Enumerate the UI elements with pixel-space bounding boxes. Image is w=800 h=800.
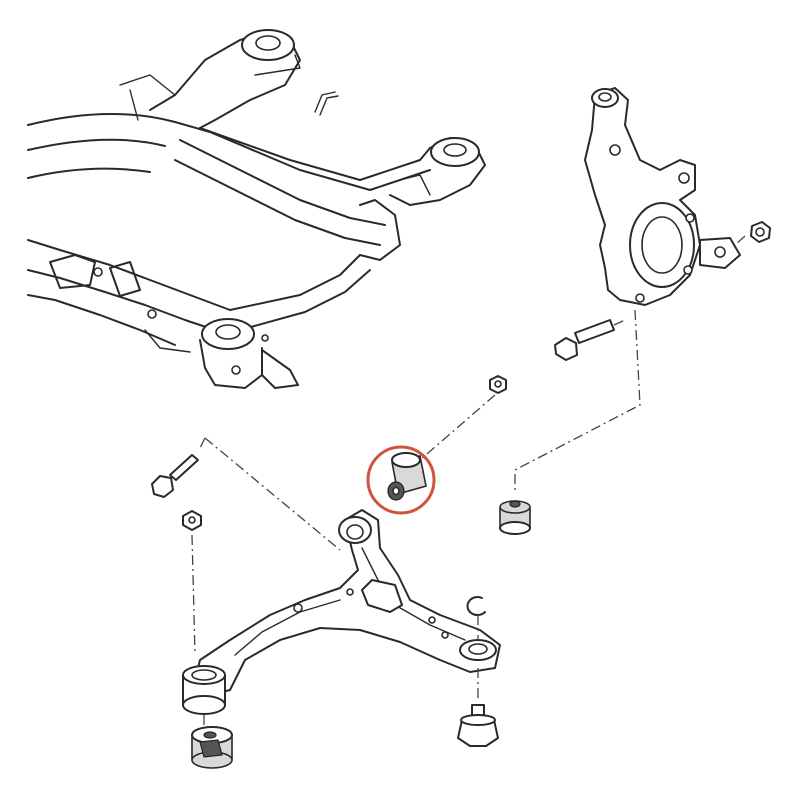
steering-knuckle <box>584 87 741 306</box>
knuckle-bolt <box>554 319 615 361</box>
rear-bushing <box>499 500 531 535</box>
arm-nut <box>182 510 202 531</box>
lower-control-arm <box>194 509 501 696</box>
ball-joint <box>457 704 499 747</box>
lower-bushing-insert <box>191 726 233 769</box>
knuckle-nut <box>750 221 771 243</box>
arm-bolt <box>151 454 199 498</box>
snap-ring <box>466 596 486 617</box>
highlight-circle <box>366 445 436 515</box>
small-nut <box>489 375 507 394</box>
front-bushing <box>387 452 427 501</box>
front-subframe <box>27 29 486 389</box>
lower-arm-bushing <box>182 665 226 715</box>
